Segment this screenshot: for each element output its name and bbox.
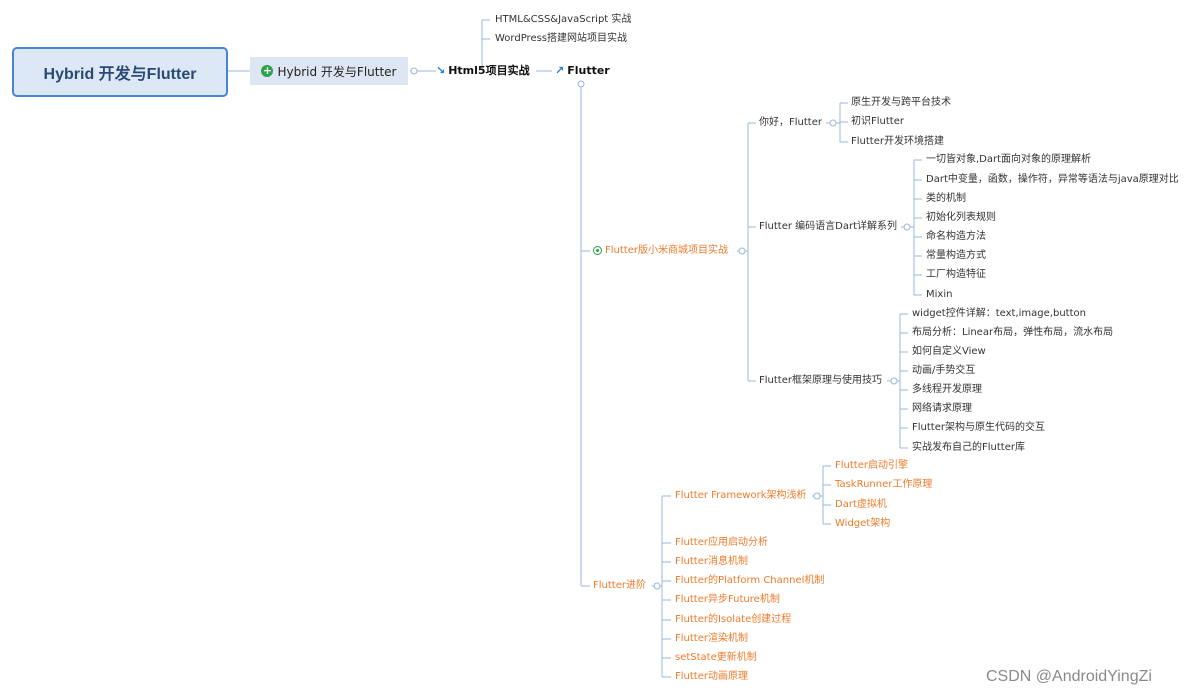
topic-framework-arch[interactable]: Flutter Framework架构浅析	[675, 490, 807, 501]
topic-advanced-item[interactable]: Flutter异步Future机制	[675, 594, 780, 605]
topic-dart-item[interactable]: 类的机制	[926, 193, 966, 204]
topic-framework-item[interactable]: 实战发布自己的Flutter库	[912, 442, 1025, 453]
root-topic[interactable]: Hybrid 开发与Flutter	[12, 47, 228, 97]
topic-framework-item[interactable]: 布局分析：Linear布局，弹性布局，流水布局	[912, 327, 1114, 338]
topic-dart-item[interactable]: 工厂构造特征	[926, 269, 986, 280]
watermark: CSDN @AndroidYingZi	[986, 668, 1152, 685]
topic-advanced-item[interactable]: Flutter的Isolate创建过程	[675, 614, 792, 625]
topic-dart-item[interactable]: 一切皆对象,Dart面向对象的原理解析	[926, 154, 1092, 165]
topic-dart-item[interactable]: 常量构造方式	[926, 250, 986, 261]
topic-advanced-item[interactable]: Flutter消息机制	[675, 556, 748, 567]
topic-arch-item[interactable]: Flutter启动引擎	[835, 460, 908, 471]
plus-circle-icon: +	[261, 64, 274, 77]
topic-html-css-js[interactable]: HTML&CSS&JavaScript 实战	[495, 14, 632, 25]
topic-advanced-item[interactable]: setState更新机制	[675, 652, 757, 663]
topic-hello-flutter[interactable]: 你好，Flutter	[759, 117, 822, 128]
link-arrow-icon: ↗	[555, 64, 565, 77]
topic-framework-item[interactable]: Flutter架构与原生代码的交互	[912, 422, 1045, 433]
topic-framework-usage[interactable]: Flutter框架原理与使用技巧	[759, 375, 882, 386]
topic-dart-series[interactable]: Flutter 编码语言Dart详解系列	[759, 221, 898, 232]
topic-hello-item[interactable]: Flutter开发环境搭建	[851, 136, 944, 147]
topic-advanced-item[interactable]: Flutter应用启动分析	[675, 537, 768, 548]
topic-html5[interactable]: ↘Html5项目实战	[436, 64, 530, 77]
topic-flutter[interactable]: ↗Flutter	[555, 64, 610, 77]
topic-hello-item[interactable]: 初识Flutter	[851, 116, 904, 127]
topic-dart-item[interactable]: Mixin	[926, 289, 953, 300]
target-icon	[593, 245, 602, 255]
topic-framework-item[interactable]: widget控件详解：text,image,button	[912, 308, 1086, 319]
topic-arch-item[interactable]: TaskRunner工作原理	[835, 479, 933, 490]
topic-advanced-item[interactable]: Flutter的Platform Channel机制	[675, 575, 825, 586]
topic-framework-item[interactable]: 动画/手势交互	[912, 365, 976, 376]
topic-dart-item[interactable]: Dart中变量，函数，操作符，异常等语法与java原理对比	[926, 174, 1179, 185]
topic-dart-item[interactable]: 初始化列表规则	[926, 212, 996, 223]
topic-wordpress[interactable]: WordPress搭建网站项目实战	[495, 33, 628, 44]
level1-topic[interactable]: + Hybrid 开发与Flutter	[250, 57, 408, 85]
topic-arch-item[interactable]: Widget架构	[835, 518, 891, 529]
topic-advanced-item[interactable]: Flutter动画原理	[675, 671, 748, 682]
link-arrow-icon: ↘	[436, 64, 446, 77]
topic-flutter-advanced[interactable]: Flutter进阶	[593, 580, 646, 591]
topic-framework-item[interactable]: 网络请求原理	[912, 403, 972, 414]
topic-xiaomi-project[interactable]: Flutter版小米商城项目实战	[593, 244, 728, 258]
topic-framework-item[interactable]: 如何自定义View	[912, 346, 986, 357]
topic-hello-item[interactable]: 原生开发与跨平台技术	[851, 97, 951, 108]
topic-advanced-item[interactable]: Flutter渲染机制	[675, 633, 748, 644]
topic-framework-item[interactable]: 多线程开发原理	[912, 384, 982, 395]
topic-arch-item[interactable]: Dart虚拟机	[835, 499, 887, 510]
topic-dart-item[interactable]: 命名构造方法	[926, 231, 986, 242]
